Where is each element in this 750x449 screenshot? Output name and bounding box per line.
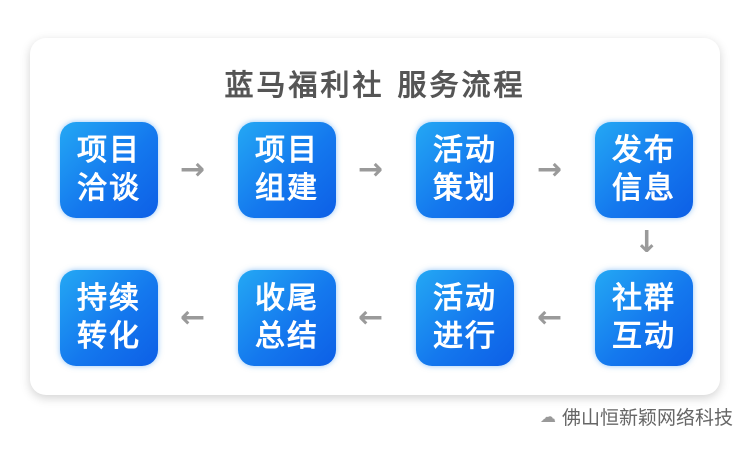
wechat-icon: ☁ [540,407,556,426]
diagram-title: 蓝马福利社 服务流程 [224,68,526,102]
step-community-interaction: 社群互动 [595,270,693,366]
step-label: 活动 [433,133,497,168]
step-label: 项目 [255,133,319,168]
step-publish-info: 发布信息 [595,122,693,218]
step-project-negotiation: 项目洽谈 [60,122,158,218]
step-label: 洽谈 [77,171,141,206]
watermark: ☁ 佛山恒新颖网络科技 [540,403,733,430]
arrow-right-icon: → [358,152,384,187]
step-label: 总结 [255,319,319,354]
arrow-right-icon: → [537,152,563,187]
watermark-text: 佛山恒新颖网络科技 [562,407,734,429]
step-label: 发布 [612,133,676,168]
step-label: 信息 [612,171,676,206]
step-label: 收尾 [255,281,319,316]
step-label: 项目 [77,133,141,168]
arrow-left-icon: ← [180,300,206,335]
step-event-execution: 活动进行 [416,270,514,366]
step-label: 社群 [612,281,676,316]
arrow-down-icon: ↓ [634,225,660,260]
step-label: 进行 [433,319,497,354]
step-project-setup: 项目组建 [238,122,336,218]
step-label: 转化 [77,319,141,354]
step-conversion: 持续转化 [60,270,158,366]
arrow-left-icon: ← [358,300,384,335]
arrow-right-icon: → [180,152,206,187]
step-event-planning: 活动策划 [416,122,514,218]
step-label: 互动 [612,319,676,354]
step-label: 组建 [255,171,319,206]
step-wrap-up: 收尾总结 [238,270,336,366]
step-label: 策划 [433,171,497,206]
arrow-left-icon: ← [537,300,563,335]
step-label: 活动 [433,281,497,316]
step-label: 持续 [77,281,141,316]
